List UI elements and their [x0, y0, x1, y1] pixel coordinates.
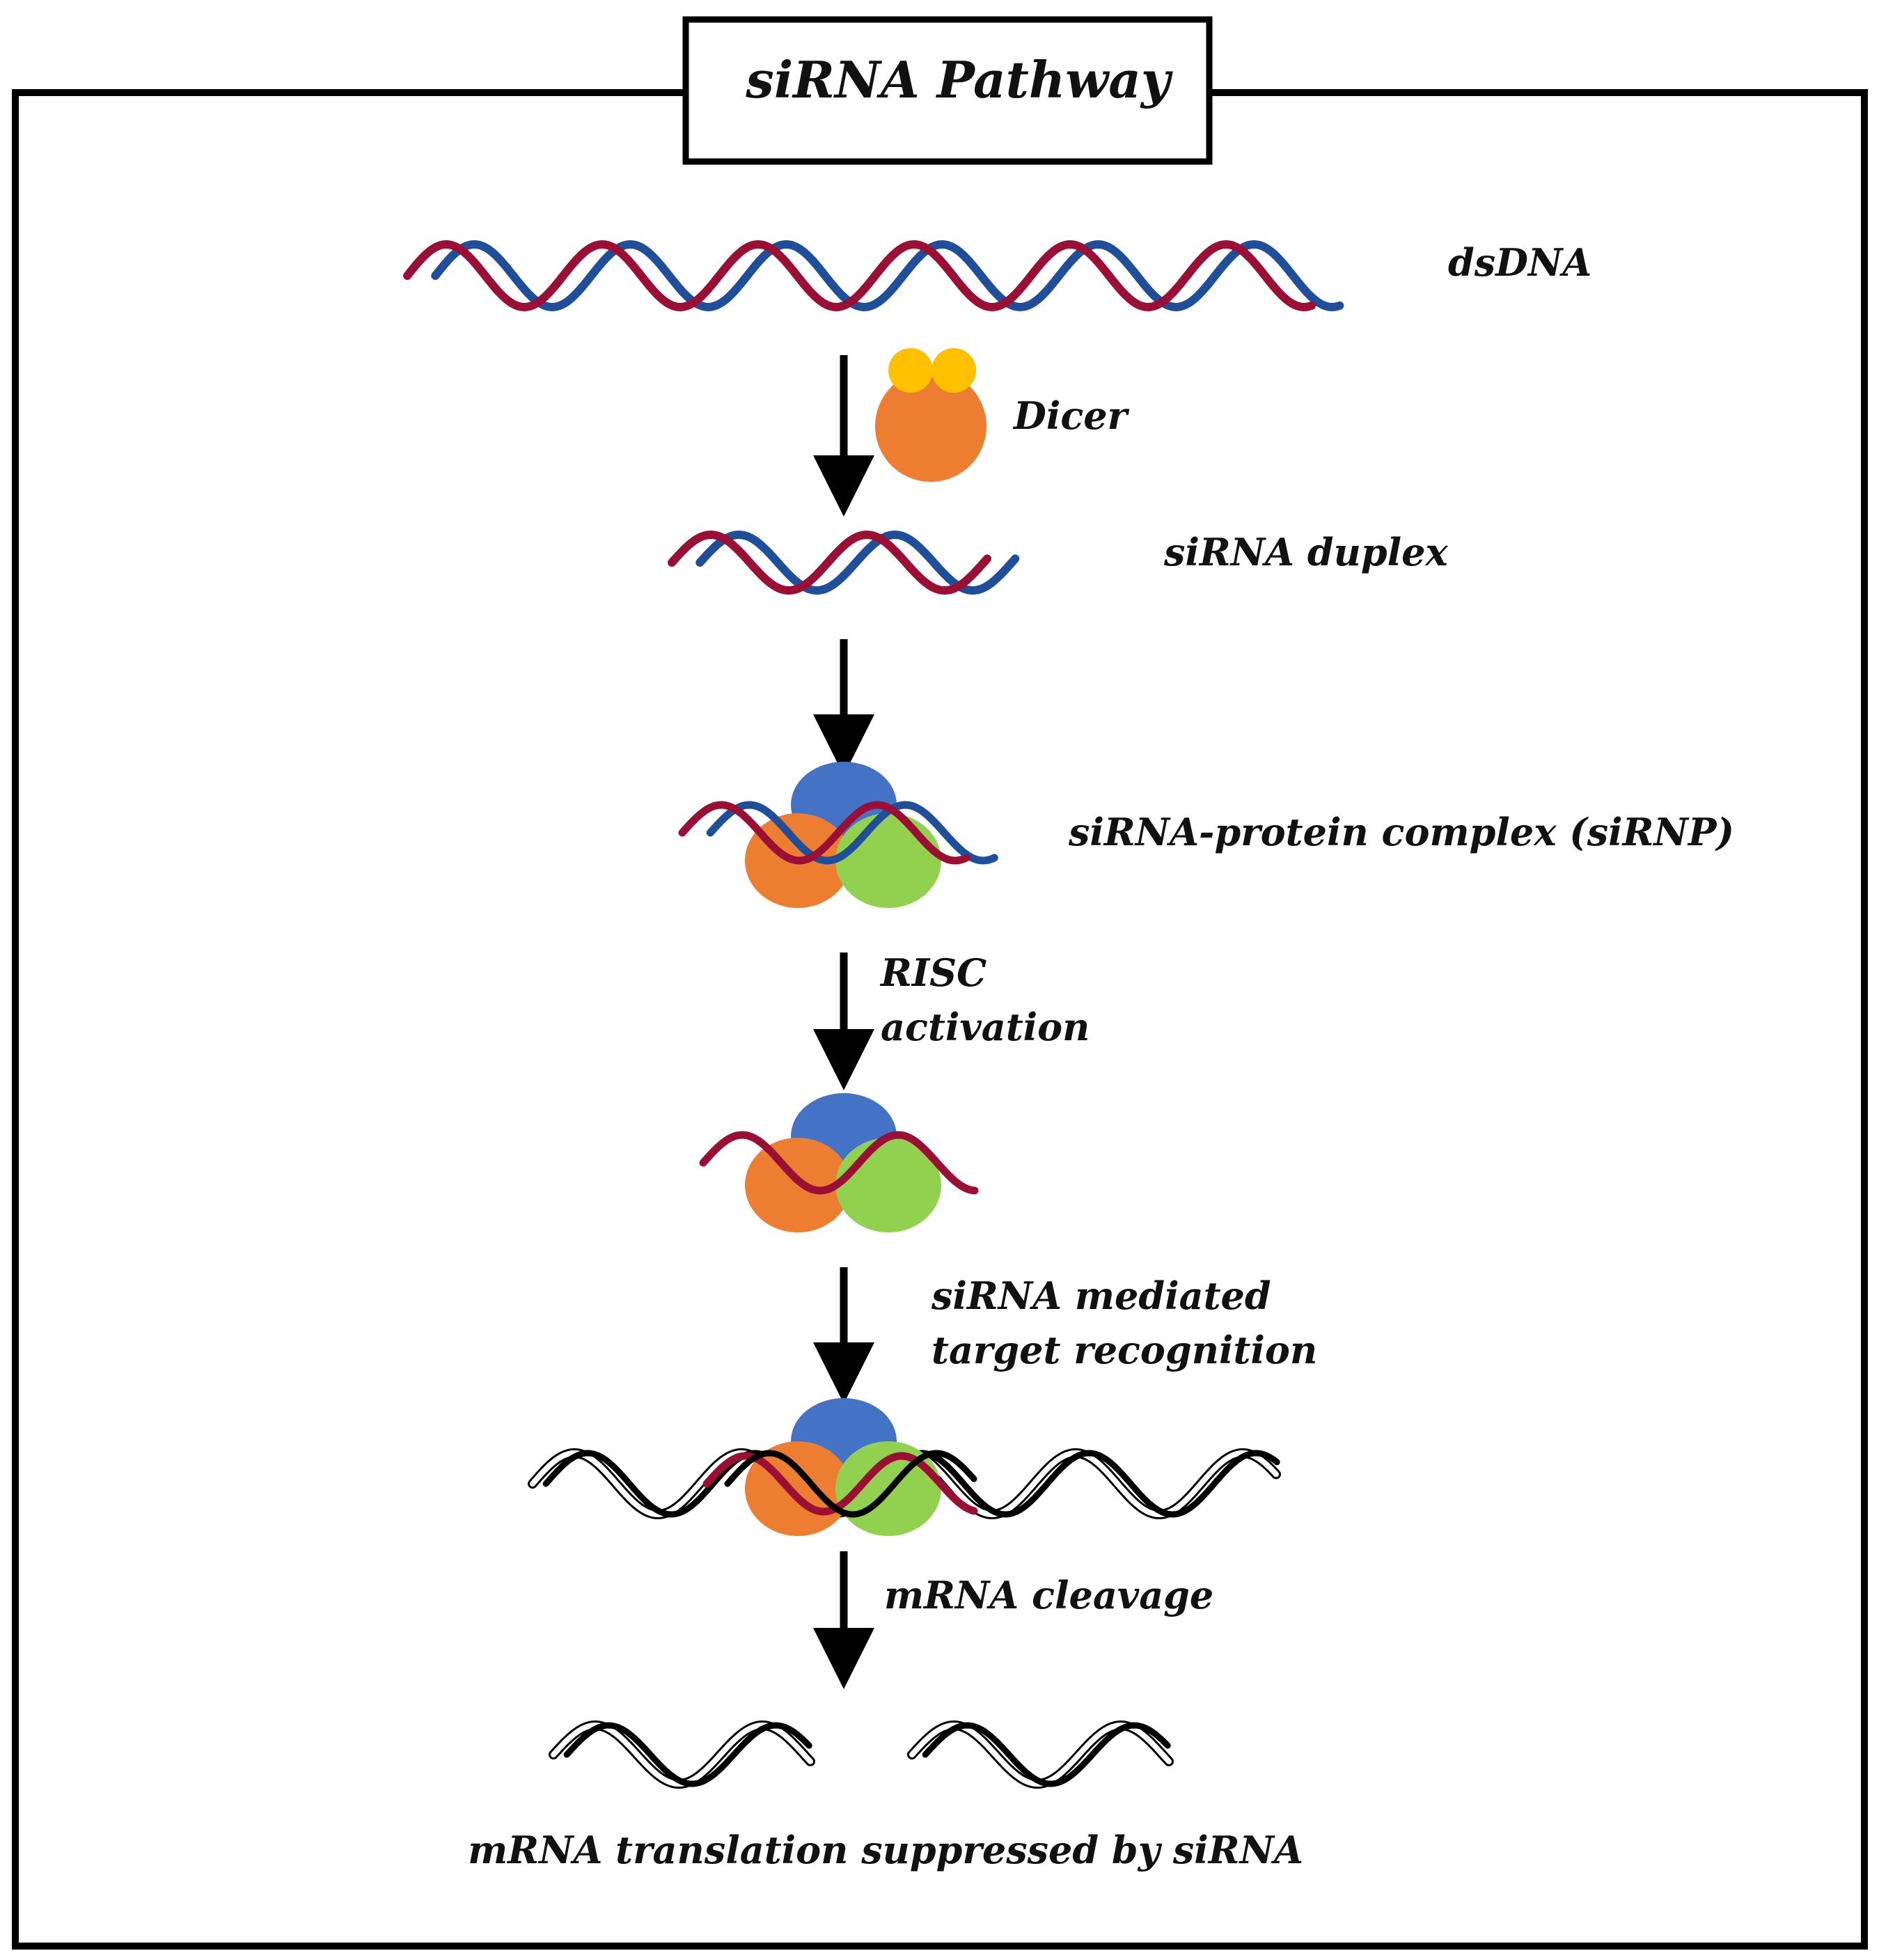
mrna-cleavage-label: mRNA cleavage — [884, 1573, 1213, 1617]
sirna-duplex-icon — [668, 530, 1020, 595]
sirna-duplex-label: siRNA duplex — [1163, 530, 1448, 574]
mrna-fragment-right-icon — [907, 1720, 1174, 1789]
risc-label-line2: activation — [881, 1005, 1090, 1049]
dicer-enzyme-icon — [875, 348, 986, 482]
risc-label-line1: RISC — [879, 950, 986, 995]
sirnp-label: siRNA-protein complex (siRNP) — [1068, 810, 1734, 854]
risc-activation-label: RISC activation — [879, 950, 1090, 1049]
result-label: mRNA translation suppressed by siRNA — [468, 1828, 1303, 1872]
target-label-line2: target recognition — [931, 1328, 1317, 1372]
target-mrna-complex-icon — [528, 1398, 1281, 1536]
title-box: siRNA Pathway — [682, 16, 1213, 165]
risc-complex-icon — [699, 1093, 979, 1232]
target-label-line1: siRNA mediated — [931, 1273, 1271, 1318]
diagram-title: siRNA Pathway — [745, 50, 1173, 109]
dsdna-helix-icon — [403, 240, 1344, 312]
dsdna-label: dsDNA — [1448, 240, 1591, 285]
target-recognition-label: siRNA mediated target recognition — [931, 1273, 1317, 1372]
dicer-label: Dicer — [1012, 393, 1130, 438]
mrna-fragment-left-icon — [549, 1720, 815, 1789]
sirnp-complex-icon — [678, 762, 998, 908]
